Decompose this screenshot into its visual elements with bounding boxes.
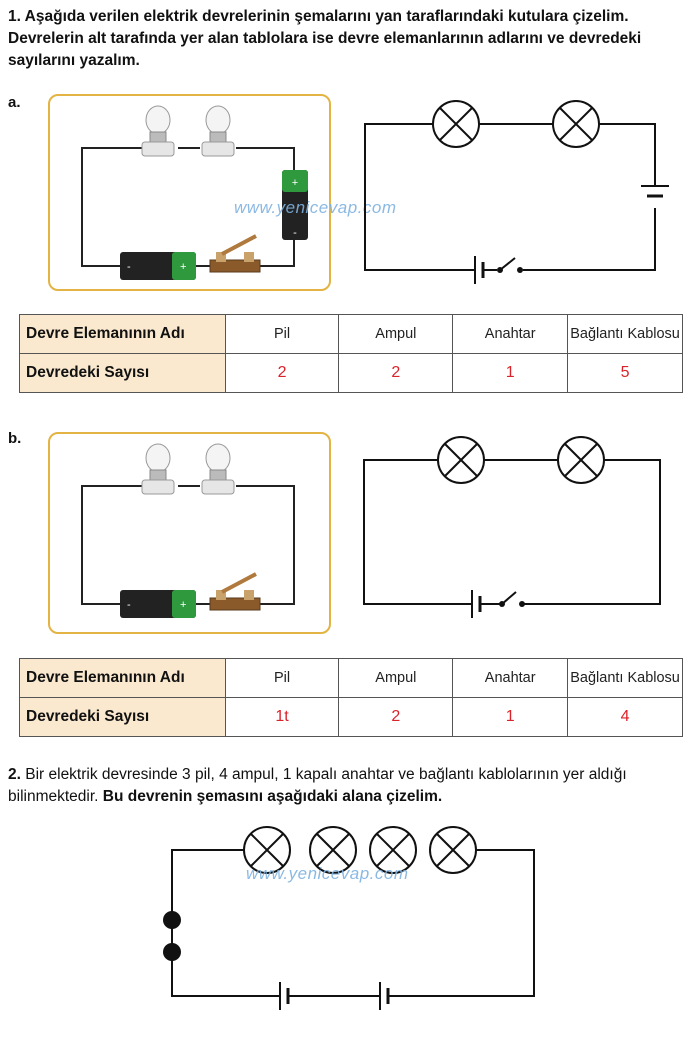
circuit-photo-b: - + [48, 432, 331, 634]
lamp-symbol-icon [309, 826, 357, 874]
switch-contact-dot-icon [163, 911, 181, 961]
watermark-text: www.yenicevap.com [234, 198, 397, 217]
lamp-symbol-icon [557, 436, 605, 484]
svg-text:-: - [127, 261, 131, 273]
svg-text:+: + [180, 599, 186, 611]
table-header-cell: Devredeki Sayısı [19, 353, 226, 393]
part-a-label: a. [8, 94, 21, 111]
table-answer-cell: 1t [224, 697, 340, 737]
svg-text:-: - [127, 599, 131, 611]
cell-symbol-icon [471, 590, 482, 618]
switch-symbol-icon [499, 591, 525, 607]
table-answer-cell: 5 [567, 353, 683, 393]
battery-icon: + - [282, 170, 308, 240]
lamp-symbol-icon [243, 826, 291, 874]
svg-text:+: + [292, 177, 298, 189]
lamp-symbol-icon [429, 826, 477, 874]
question-1-number: 1. [8, 8, 21, 25]
switch-symbol-icon [497, 257, 523, 273]
table-cell: Anahtar [452, 314, 569, 354]
cell-symbol-icon [474, 256, 485, 284]
table-cell: Ampul [338, 658, 454, 698]
circuit-photo-a-drawing: + - - + [81, 105, 308, 280]
svg-text:+: + [180, 261, 186, 273]
circuit-photo-a: + - - + [48, 94, 331, 291]
bulb-icon [201, 443, 235, 495]
table-cell: Bağlantı Kablosu [567, 658, 683, 698]
table-header-cell: Devre Elemanının Adı [19, 314, 226, 354]
circuit-schematic-q2 [163, 826, 535, 1010]
lamp-symbol-icon [437, 436, 485, 484]
cell-symbol-icon [641, 185, 669, 198]
switch-icon [209, 234, 261, 273]
battery-icon: - + [120, 252, 196, 280]
circuit-schematic-b [363, 436, 661, 618]
table-row: Devredeki Sayısı 2 2 1 5 [19, 353, 683, 393]
table-header-cell: Devre Elemanının Adı [19, 658, 226, 698]
table-answer-cell: 1 [452, 697, 569, 737]
table-answer-cell: 2 [224, 353, 340, 393]
table-cell: Pil [224, 314, 340, 354]
question-2-instruction: Bu devrenin şemasını aşağıdaki alana çiz… [102, 788, 443, 805]
table-answer-cell: 1 [452, 353, 569, 393]
bulb-icon [201, 105, 235, 157]
table-cell: Bağlantı Kablosu [567, 314, 683, 354]
table-cell: Ampul [338, 314, 454, 354]
watermark-text: www.yenicevap.com [246, 864, 409, 883]
table-header-cell: Devredeki Sayısı [19, 697, 226, 737]
table-a: Devre Elemanının Adı Pil Ampul Anahtar B… [19, 314, 683, 393]
table-answer-cell: 2 [338, 697, 454, 737]
svg-text:-: - [293, 227, 297, 239]
question-2-number: 2. [8, 766, 21, 783]
question-2-text: 2. Bir elektrik devresinde 3 pil, 4 ampu… [8, 764, 694, 808]
lamp-symbol-icon [369, 826, 417, 874]
table-cell: Anahtar [452, 658, 569, 698]
table-answer-cell: 4 [567, 697, 683, 737]
table-row: Devre Elemanının Adı Pil Ampul Anahtar B… [19, 658, 683, 698]
question-1-body: Aşağıda verilen elektrik devrelerinin şe… [8, 8, 642, 69]
table-row: Devredeki Sayısı 1t 2 1 4 [19, 697, 683, 737]
question-2-body: Bir elektrik devresinde 3 pil, 4 ampul, … [8, 766, 627, 805]
question-1-text: 1. Aşağıda verilen elektrik devrelerinin… [8, 6, 694, 72]
table-row: Devre Elemanının Adı Pil Ampul Anahtar B… [19, 314, 683, 354]
table-cell: Pil [224, 658, 340, 698]
bulb-icon [141, 105, 175, 157]
circuit-photo-b-drawing: - + [81, 443, 295, 618]
bulb-icon [141, 443, 175, 495]
circuit-schematic-a [364, 100, 669, 284]
table-answer-cell: 2 [338, 353, 454, 393]
battery-icon: - + [120, 590, 196, 618]
switch-icon [209, 572, 261, 611]
table-b: Devre Elemanının Adı Pil Ampul Anahtar B… [19, 658, 683, 737]
cell-symbol-icon [379, 982, 390, 1010]
cell-symbol-icon [279, 982, 290, 1010]
lamp-symbol-icon [432, 100, 480, 148]
lamp-symbol-icon [552, 100, 600, 148]
part-b-label: b. [8, 430, 22, 447]
